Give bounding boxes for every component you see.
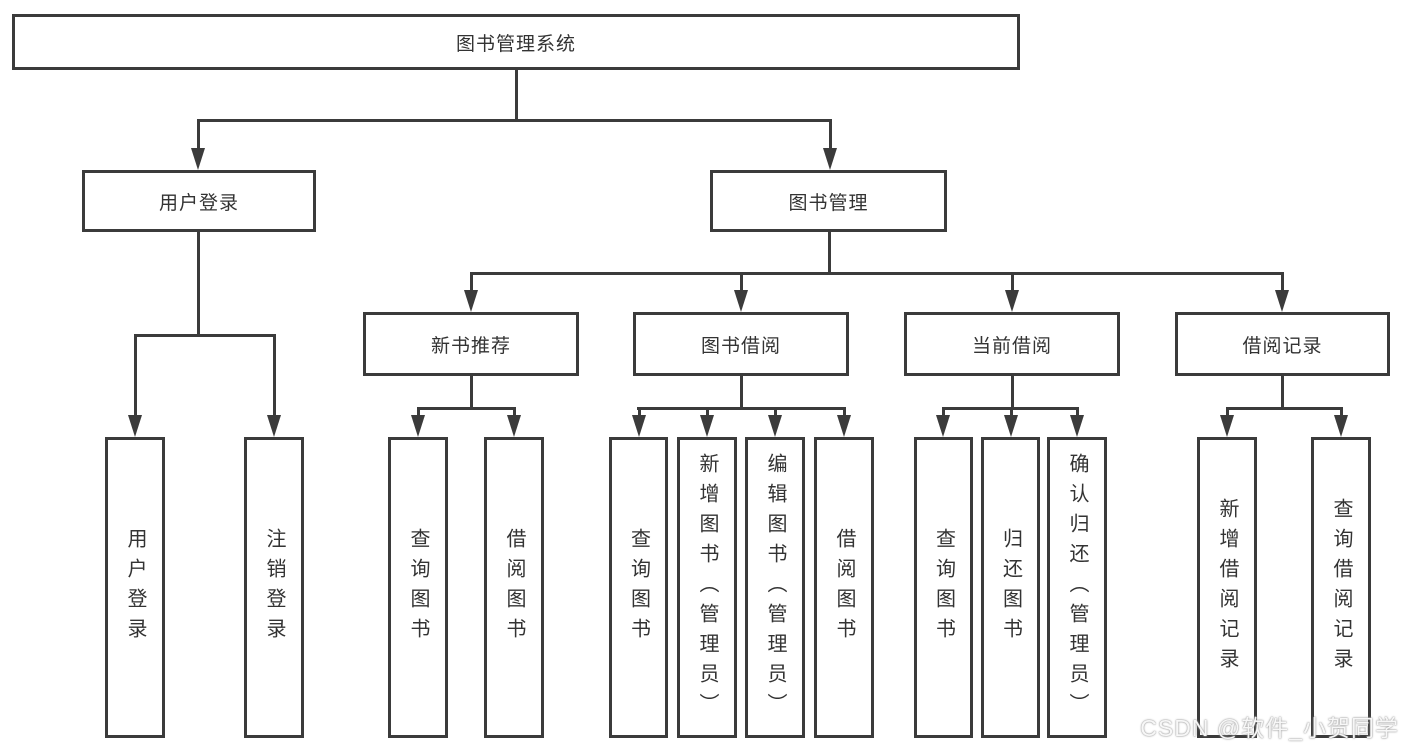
node-book-management-label: 图书管理 (788, 192, 869, 214)
csdn-watermark: CSDN @软件_小贺同学 (1140, 715, 1399, 741)
node-borrow-record: 借阅记录 (1175, 312, 1390, 376)
connector-book-mgmt-rail (470, 272, 1284, 275)
leaf-cb-query-books: 查询图书 (914, 437, 973, 738)
leaf-logout-label: 注销登录 (263, 527, 285, 648)
connector-nbr-leaf1-stem (417, 407, 420, 419)
connector-book-mgmt-stem (828, 232, 831, 275)
connector-cb-leaf1-stem (942, 407, 945, 419)
arrowhead-to-current-borrow (1005, 290, 1019, 312)
leaf-nbr-query-books: 查询图书 (388, 437, 448, 738)
connector-cb-leaf2-stem (1010, 407, 1013, 419)
node-new-book-recommend-label: 新书推荐 (430, 335, 511, 357)
connector-br-stem (1281, 376, 1284, 410)
connector-br-leaf1-stem (1226, 407, 1229, 419)
arrowhead-cb-leaf3 (1070, 415, 1084, 437)
node-book-management: 图书管理 (710, 170, 947, 232)
arrowhead-to-leaf-logout (267, 415, 281, 437)
leaf-user-login-label: 用户登录 (124, 527, 146, 648)
arrowhead-to-book-mgmt (823, 148, 837, 170)
connector-root-stem (515, 70, 518, 121)
arrowhead-to-user-login (191, 148, 205, 170)
connector-bb-rail (637, 407, 845, 410)
arrowhead-nbr-leaf1 (411, 415, 425, 437)
leaf-bb-borrow-books-label: 借阅图书 (833, 527, 855, 648)
connector-user-login-stem (197, 232, 200, 337)
leaf-bb-edit-books-admin: 编辑图书（管理员） (745, 437, 805, 738)
leaf-bb-add-books-admin: 新增图书（管理员） (677, 437, 737, 738)
connector-cb-stem (1011, 376, 1014, 410)
arrowhead-to-new-book-recommend (464, 290, 478, 312)
connector-to-leaf-login-stem (134, 334, 137, 419)
leaf-cb-confirm-return-admin: 确认归还（管理员） (1047, 437, 1107, 738)
connector-root-rail (197, 119, 832, 122)
connector-to-book-mgmt-stem (829, 119, 832, 152)
node-current-borrow: 当前借阅 (904, 312, 1120, 376)
leaf-br-query-record-label: 查询借阅记录 (1330, 497, 1352, 678)
connector-to-nbr-stem (470, 272, 473, 293)
connector-to-user-login-stem (197, 119, 200, 152)
node-root: 图书管理系统 (12, 14, 1020, 70)
leaf-br-add-record: 新增借阅记录 (1197, 437, 1257, 738)
node-root-label: 图书管理系统 (455, 33, 576, 55)
arrowhead-to-borrow-record (1275, 290, 1289, 312)
node-book-borrow-label: 图书借阅 (700, 335, 781, 357)
arrowhead-bb-leaf3 (768, 415, 782, 437)
leaf-logout: 注销登录 (244, 437, 304, 738)
connector-br-rail (1226, 407, 1342, 410)
connector-bb-stem (740, 376, 743, 410)
leaf-bb-query-books-label: 查询图书 (627, 527, 650, 648)
connector-bb-leaf3-stem (774, 407, 777, 419)
connector-nbr-leaf2-stem (513, 407, 516, 419)
arrowhead-bb-leaf4 (837, 415, 851, 437)
connector-to-br-stem (1281, 272, 1284, 293)
connector-to-cb-stem (1011, 272, 1014, 293)
leaf-nbr-query-books-label: 查询图书 (407, 527, 429, 648)
connector-to-leaf-logout-stem (273, 334, 276, 419)
leaf-bb-borrow-books: 借阅图书 (814, 437, 874, 738)
leaf-bb-query-books: 查询图书 (609, 437, 668, 738)
arrowhead-to-book-borrow (734, 290, 748, 312)
connector-to-bb-stem (740, 272, 743, 293)
node-current-borrow-label: 当前借阅 (971, 335, 1052, 357)
node-user-login: 用户登录 (82, 170, 316, 232)
leaf-cb-return-books: 归还图书 (981, 437, 1040, 738)
arrowhead-bb-leaf2 (700, 415, 714, 437)
node-user-login-label: 用户登录 (158, 192, 239, 214)
arrowhead-br-leaf1 (1220, 415, 1234, 437)
leaf-user-login: 用户登录 (105, 437, 165, 738)
leaf-nbr-borrow-books-label: 借阅图书 (503, 527, 525, 648)
node-new-book-recommend: 新书推荐 (363, 312, 579, 376)
connector-nbr-rail (417, 407, 516, 410)
node-borrow-record-label: 借阅记录 (1242, 335, 1323, 357)
arrowhead-nbr-leaf2 (507, 415, 521, 437)
arrowhead-bb-leaf1 (632, 415, 646, 437)
connector-bb-leaf4-stem (843, 407, 846, 419)
leaf-br-query-record: 查询借阅记录 (1311, 437, 1371, 738)
connector-bb-leaf2-stem (706, 407, 709, 419)
connector-nbr-stem (470, 376, 473, 410)
leaf-cb-query-books-label: 查询图书 (932, 527, 955, 648)
leaf-br-add-record-label: 新增借阅记录 (1216, 497, 1238, 678)
connector-user-login-rail (134, 334, 276, 337)
arrowhead-cb-leaf2 (1004, 415, 1018, 437)
leaf-cb-return-books-label: 归还图书 (999, 527, 1022, 648)
leaf-cb-confirm-return-admin-label: 确认归还（管理员） (1066, 452, 1088, 723)
leaf-bb-edit-books-admin-label: 编辑图书（管理员） (764, 452, 786, 723)
connector-cb-leaf3-stem (1076, 407, 1079, 419)
arrowhead-cb-leaf1 (936, 415, 950, 437)
arrowhead-br-leaf2 (1334, 415, 1348, 437)
connector-bb-leaf1-stem (638, 407, 641, 419)
connector-br-leaf2-stem (1340, 407, 1343, 419)
node-book-borrow: 图书借阅 (633, 312, 849, 376)
leaf-bb-add-books-admin-label: 新增图书（管理员） (696, 452, 718, 723)
arrowhead-to-leaf-login (128, 415, 142, 437)
leaf-nbr-borrow-books: 借阅图书 (484, 437, 544, 738)
